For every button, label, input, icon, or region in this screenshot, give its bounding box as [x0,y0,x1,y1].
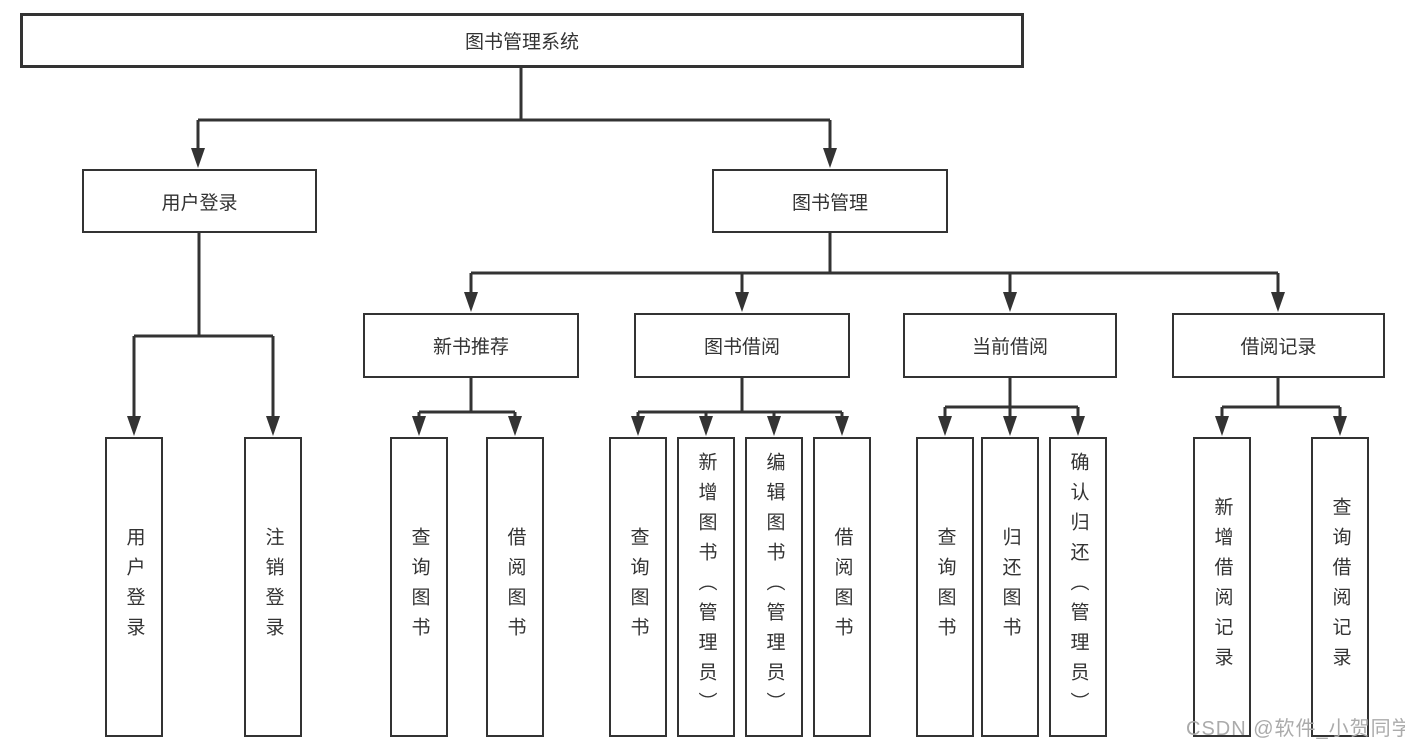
node-borrow-records: 借阅记录 [1172,313,1385,378]
branch-user-login [127,233,280,436]
branch-current-borrow [938,378,1085,436]
node-user-login: 用户登录 [82,169,317,233]
node-label: 新增借阅记录 [1211,497,1233,677]
node-label: 借阅记录 [1240,337,1317,358]
node-book-management: 图书管理 [712,169,948,233]
node-label: 确认归还（管理员） [1067,452,1089,722]
leaf-borrow-book-borrow: 借阅图书 [813,437,871,737]
node-current-borrow: 当前借阅 [903,313,1117,378]
leaf-query-book-recommend: 查询图书 [390,437,448,737]
leaf-borrow-book-recommend: 借阅图书 [486,437,544,737]
node-library-system: 图书管理系统 [20,13,1024,68]
node-label: 归还图书 [999,527,1021,647]
node-label: 图书管理系统 [464,32,579,53]
node-label: 注销登录 [262,527,284,647]
node-label: 图书管理 [791,192,868,214]
node-label: 查询图书 [627,527,649,647]
node-label: 当前借阅 [971,337,1048,358]
leaf-confirm-return-admin: 确认归还（管理员） [1049,437,1107,737]
node-book-borrow: 图书借阅 [634,313,850,378]
leaf-return-book: 归还图书 [981,437,1039,737]
leaf-query-book-borrow: 查询图书 [609,437,667,737]
branch-new-book-recommend [412,378,522,436]
leaf-logout-login: 注销登录 [244,437,302,737]
node-label: 借阅图书 [831,527,853,647]
node-label: 用户登录 [161,192,238,214]
branch-borrow-records [1215,378,1347,436]
leaf-edit-book-admin: 编辑图书（管理员） [745,437,803,737]
node-label: 新增图书（管理员） [695,452,717,722]
node-label: 新书推荐 [432,337,509,358]
node-new-book-recommend: 新书推荐 [363,313,579,378]
node-label: 编辑图书（管理员） [763,452,785,722]
node-label: 查询图书 [934,527,956,647]
branch-book-borrow [631,378,849,436]
leaf-add-book-admin: 新增图书（管理员） [677,437,735,737]
leaf-query-book-current: 查询图书 [916,437,974,737]
node-label: 用户登录 [123,527,145,647]
watermark: CSDN @软件_小贺同学 [1186,718,1405,740]
node-label: 借阅图书 [504,527,526,647]
node-label: 查询图书 [408,527,430,647]
leaf-add-borrow-record: 新增借阅记录 [1193,437,1251,737]
branch-book-management [464,233,1285,312]
node-label: 图书借阅 [703,337,780,358]
branch-root [191,66,837,168]
node-label: 查询借阅记录 [1329,497,1351,677]
leaf-query-borrow-record: 查询借阅记录 [1311,437,1369,737]
leaf-user-login: 用户登录 [105,437,163,737]
